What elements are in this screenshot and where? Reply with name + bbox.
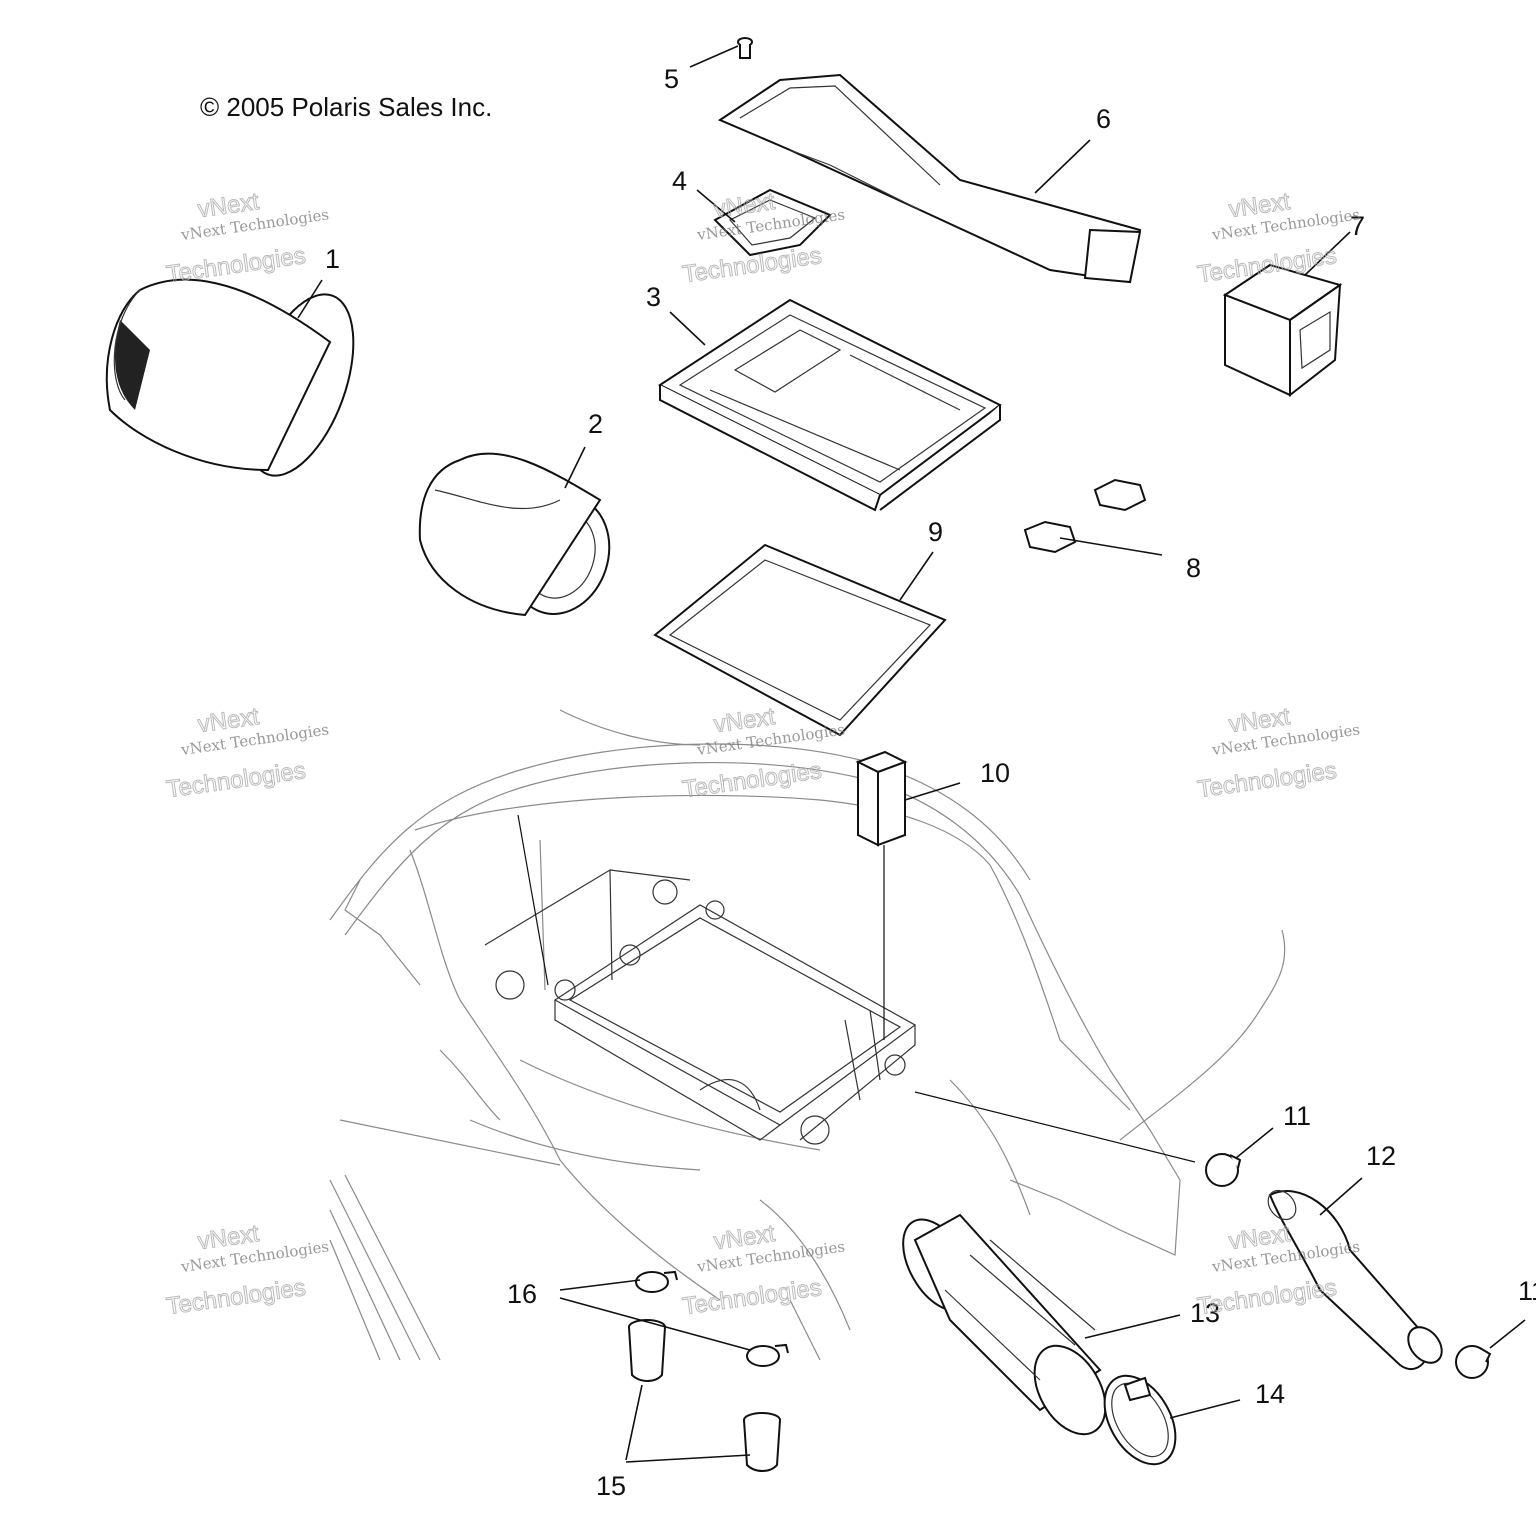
callout-16: 16 — [507, 1279, 537, 1309]
copyright-text: © 2005 Polaris Sales Inc. — [200, 92, 492, 122]
part-7-foam-block — [1222, 263, 1343, 398]
callout-1: 1 — [325, 244, 340, 274]
part-6-intake-duct — [717, 73, 1142, 284]
svg-text:Technologies: Technologies — [1196, 757, 1339, 803]
callout-labels: 1 2 3 4 5 6 7 8 9 10 11 12 11 13 14 15 1… — [325, 64, 1536, 1501]
svg-text:Technologies: Technologies — [681, 1274, 824, 1320]
part-8-clips — [1023, 478, 1147, 554]
part-14-hose-clamp — [1103, 1374, 1177, 1466]
part-11-clamp-lower — [1455, 1345, 1492, 1379]
part-13-intake-boot — [902, 1213, 1107, 1436]
svg-text:Technologies: Technologies — [165, 757, 308, 803]
watermark-7: vNext Technologies Technologies vNext — [164, 1220, 330, 1321]
leader-lines — [297, 45, 1526, 1463]
watermark-1: vNext Technologies Technologies vNext — [164, 188, 330, 289]
watermark-3: vNext Technologies Technologies vNext — [1195, 188, 1361, 289]
callout-12: 12 — [1366, 1141, 1396, 1171]
svg-text:Technologies: Technologies — [1196, 1274, 1339, 1320]
callout-15: 15 — [596, 1471, 626, 1501]
part-15-plugs — [628, 1319, 781, 1472]
callout-13: 13 — [1190, 1298, 1220, 1328]
part-4-gasket — [713, 188, 832, 257]
part-1-prefilter — [105, 278, 355, 477]
callout-7: 7 — [1350, 211, 1365, 241]
callout-2: 2 — [588, 409, 603, 439]
watermark-4: vNext Technologies Technologies vNext — [164, 703, 330, 804]
callout-11-lower: 11 — [1518, 1276, 1536, 1306]
part-9-gasket-frame — [653, 543, 947, 737]
part-10-foam-small — [855, 750, 908, 847]
watermark-2: vNext Technologies Technologies vNext — [680, 188, 846, 289]
vehicle-body — [329, 709, 1286, 1361]
callout-3: 3 — [646, 282, 661, 312]
callout-4: 4 — [672, 166, 687, 196]
part-11-clamp-upper — [1205, 1153, 1242, 1187]
callout-10: 10 — [980, 758, 1010, 788]
part-12-hose — [1267, 1189, 1443, 1371]
part-2-air-filter — [418, 452, 611, 617]
watermark-6: vNext Technologies Technologies vNext — [1195, 703, 1361, 804]
svg-text:Technologies: Technologies — [165, 242, 308, 288]
callout-9: 9 — [928, 517, 943, 547]
part-5-screw — [737, 37, 753, 59]
part-16-clips — [635, 1270, 789, 1367]
callout-11-upper: 11 — [1283, 1101, 1311, 1131]
callout-5: 5 — [664, 64, 679, 94]
watermark-8: vNext Technologies Technologies vNext — [680, 1220, 846, 1321]
callout-6: 6 — [1096, 104, 1111, 134]
callout-8: 8 — [1186, 553, 1201, 583]
part-3-airbox-lid — [657, 298, 1002, 512]
callout-14: 14 — [1255, 1379, 1285, 1409]
svg-text:Technologies: Technologies — [165, 1274, 308, 1320]
